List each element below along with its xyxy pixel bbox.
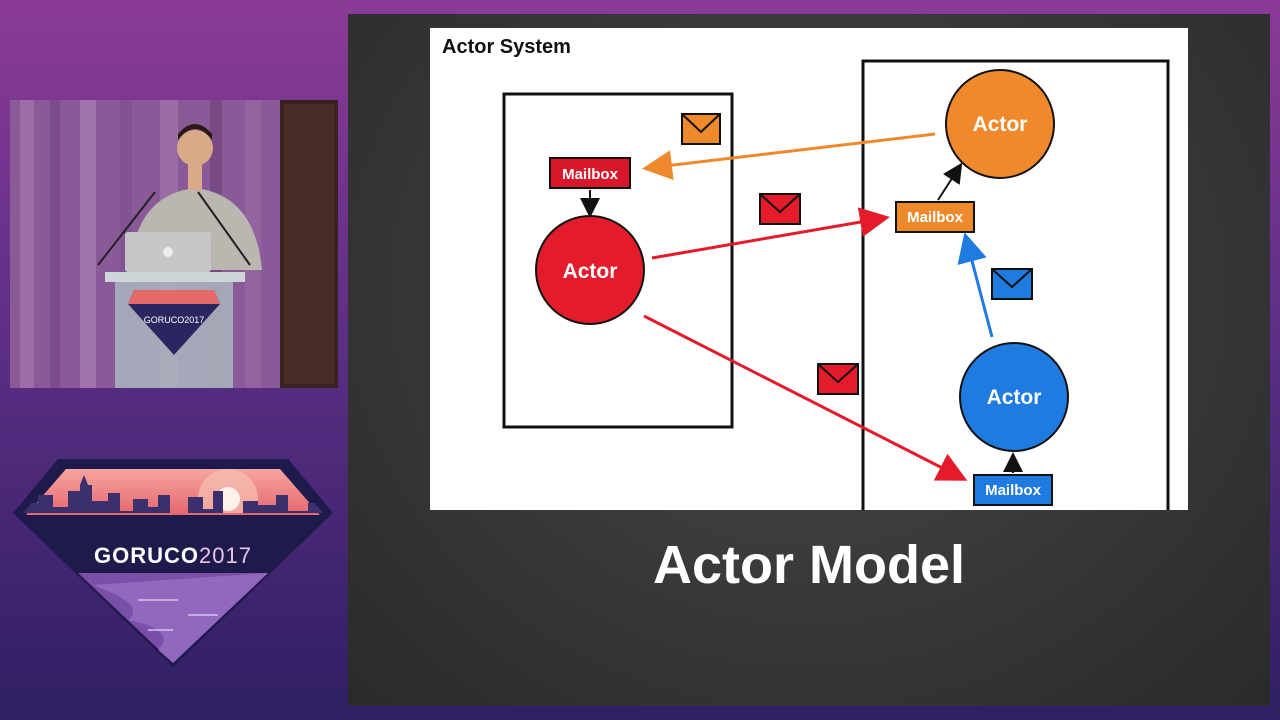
speaker-video: GORUCO2017 <box>10 100 338 388</box>
diagram-title: Actor System <box>442 36 571 58</box>
svg-text:Actor: Actor <box>987 386 1042 409</box>
svg-text:Mailbox: Mailbox <box>985 482 1041 499</box>
actor-orange: Actor <box>945 69 1055 179</box>
actor-system-diagram: Actor System Mailbox Actor <box>430 28 1188 510</box>
mailbox-red: Mailbox <box>549 157 631 189</box>
left-actor-container <box>502 92 734 429</box>
arrow-red-to-orange-mailbox <box>651 207 890 260</box>
svg-text:Actor: Actor <box>973 113 1028 136</box>
logo-year: 2017 <box>199 543 252 568</box>
svg-text:GORUCO2017: GORUCO2017 <box>144 315 205 325</box>
actor-blue: Actor <box>959 342 1069 452</box>
svg-text:GORUCO2017: GORUCO2017 <box>94 543 252 568</box>
svg-text:Actor: Actor <box>563 260 618 283</box>
conference-logo: GORUCO2017 <box>8 455 338 670</box>
right-actor-container <box>861 59 1170 510</box>
svg-text:Mailbox: Mailbox <box>907 209 963 226</box>
envelope-icon <box>817 363 859 395</box>
arrow-blue-to-orange-mailbox <box>957 232 994 338</box>
presentation-slide: Actor System Mailbox Actor <box>348 14 1270 706</box>
actor-red: Actor <box>535 215 645 325</box>
slide-title: Actor Model <box>652 535 965 595</box>
envelope-icon <box>991 268 1033 300</box>
envelope-icon <box>759 193 801 225</box>
arrow-red-to-blue-mailbox <box>643 314 968 481</box>
mailbox-orange: Mailbox <box>895 201 975 233</box>
logo-wordmark: GORUCO <box>94 543 199 568</box>
arrow-orange-to-red-mailbox <box>642 132 936 181</box>
svg-text:Mailbox: Mailbox <box>562 166 618 183</box>
envelope-icon <box>681 113 721 145</box>
mailbox-blue: Mailbox <box>973 474 1053 506</box>
